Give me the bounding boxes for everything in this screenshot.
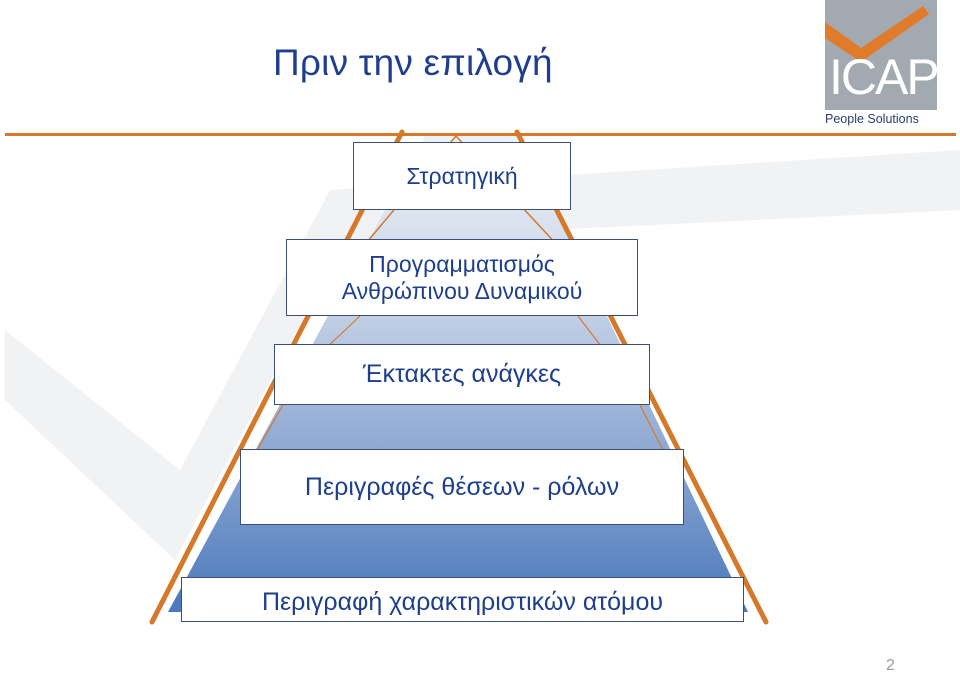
page-number: 2 [886, 657, 895, 674]
pyramid-inner-line-left-3 [255, 404, 284, 453]
logo-tagline: People Solutions [825, 112, 919, 126]
pyramid-inner-line-right-3 [639, 404, 665, 453]
level-label: Έκτακτες ανάγκες [362, 360, 562, 389]
pyramid-level-strategy: Στρατηγική [353, 142, 571, 210]
level-label: Στρατηγική [406, 162, 518, 189]
slide-title: Πριν την επιλογή [273, 42, 553, 83]
level-label-line-2: Ανθρώπινου Δυναμικού [341, 277, 583, 304]
pyramid-level-urgent-needs: Έκτακτες ανάγκες [274, 344, 650, 405]
logo-box: ICAP [825, 0, 937, 110]
logo-swoosh-icon [825, 6, 929, 62]
pyramid-level-job-descriptions: Περιγραφές θέσεων - ρόλων [240, 449, 684, 525]
level-label: Περιγραφή χαρακτηριστικών ατόμου [261, 588, 664, 617]
level-label-line-1: Προγραμματισμός [369, 251, 555, 278]
pyramid-level-person-profile: Περιγραφή χαρακτηριστικών ατόμου [181, 577, 744, 622]
header-rule [5, 133, 956, 136]
level-label: Περιγραφές θέσεων - ρόλων [304, 472, 620, 501]
logo-text: ICAP [829, 49, 937, 105]
pyramid-level-hr-planning: Προγραμματισμός Ανθρώπινου Δυναμικού [286, 239, 638, 316]
icap-logo: ICAP People Solutions [825, 0, 937, 130]
